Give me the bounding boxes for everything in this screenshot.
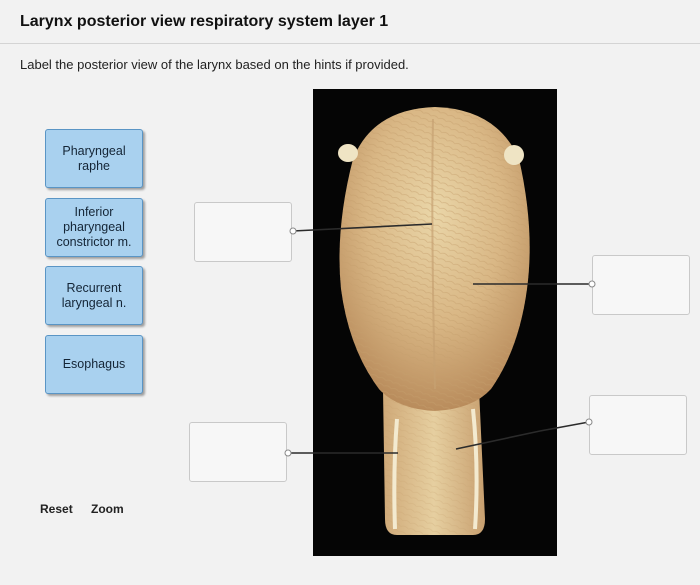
drop-target-1[interactable] — [194, 202, 292, 262]
label-text: Recurrent laryngeal n. — [61, 280, 127, 310]
instructions-text: Label the posterior view of the larynx b… — [20, 57, 409, 72]
larynx-specimen-image — [313, 89, 557, 556]
header-divider — [0, 43, 700, 44]
drop-target-4[interactable] — [189, 422, 287, 482]
label-text: Esophagus — [62, 357, 126, 371]
drop-target-3[interactable] — [589, 395, 687, 455]
drop-target-2[interactable] — [592, 255, 690, 315]
larynx-specimen-drawing — [338, 107, 530, 535]
page-title: Larynx posterior view respiratory system… — [20, 13, 389, 30]
label-text: Inferior pharyngeal constrictor m. — [56, 205, 132, 249]
zoom-button[interactable]: Zoom — [91, 502, 124, 516]
label-inferior-pharyngeal-constrictor[interactable]: Inferior pharyngeal constrictor m. — [45, 198, 143, 257]
label-pharyngeal-raphe[interactable]: Pharyngeal raphe — [45, 129, 143, 188]
label-recurrent-laryngeal-nerve[interactable]: Recurrent laryngeal n. — [45, 266, 143, 325]
label-esophagus[interactable]: Esophagus — [45, 335, 143, 394]
reset-button[interactable]: Reset — [40, 502, 73, 516]
label-text: Pharyngeal raphe — [62, 143, 126, 173]
